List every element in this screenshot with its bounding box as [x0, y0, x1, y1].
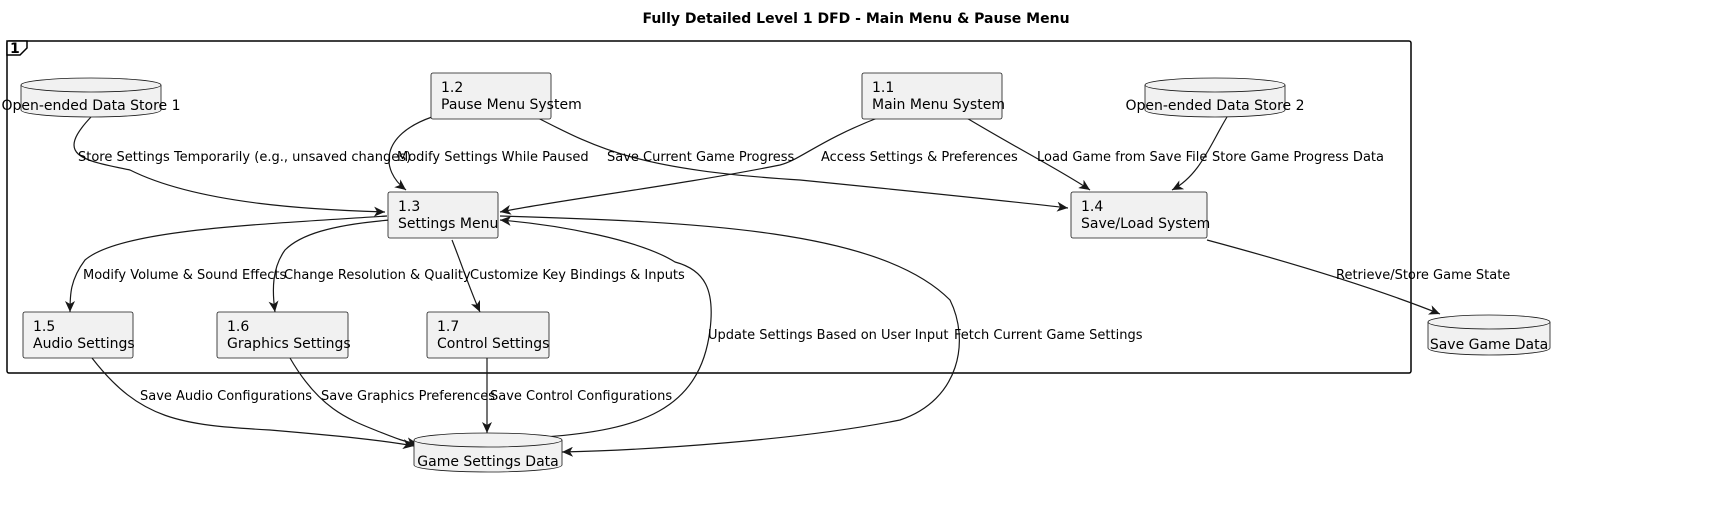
label-pause-to-settings: Modify Settings While Paused — [397, 150, 589, 165]
process-frame — [6, 40, 1412, 374]
process-save-load-name: Save/Load System — [1081, 216, 1210, 232]
flow-ds2-to-saveload — [1171, 116, 1228, 191]
game-settings-data-label: Game Settings Data — [417, 454, 558, 470]
edges — [65, 116, 1441, 457]
label-settings-to-graphics: Change Resolution & Quality — [284, 268, 471, 283]
label-ds2-to-saveload: Store Game Progress Data — [1212, 150, 1384, 165]
data-store-2-label: Open-ended Data Store 2 — [1125, 98, 1304, 114]
flow-settings-to-control — [451, 239, 481, 313]
label-audio-to-gamesettings: Save Audio Configurations — [140, 389, 312, 404]
label-settings-to-audio: Modify Volume & Sound Effects — [83, 268, 286, 283]
process-audio-settings[interactable]: 1.5 Audio Settings — [22, 311, 135, 359]
process-settings-menu[interactable]: 1.3 Settings Menu — [387, 191, 499, 239]
flow-graphics-to-gamesettings — [289, 357, 419, 448]
process-pause-menu[interactable]: 1.2 Pause Menu System — [430, 72, 582, 120]
flow-saveload-to-savegame — [1206, 239, 1441, 315]
process-control-settings-id: 1.7 — [437, 319, 459, 335]
process-pause-menu-name: Pause Menu System — [441, 97, 582, 113]
frame-tab — [6, 40, 28, 56]
flow-mainmenu-to-saveload — [964, 116, 1091, 191]
label-saveload-to-savegame: Retrieve/Store Game State — [1336, 268, 1510, 283]
flow-pause-to-settings — [388, 116, 433, 191]
data-store-1[interactable]: Open-ended Data Store 1 — [1, 77, 181, 118]
flow-settings-to-graphics — [268, 219, 391, 313]
game-settings-data-store[interactable]: Game Settings Data — [413, 432, 563, 473]
process-control-settings[interactable]: 1.7 Control Settings — [426, 311, 549, 359]
process-audio-settings-id: 1.5 — [33, 319, 55, 335]
process-save-load-id: 1.4 — [1081, 199, 1103, 215]
save-game-data-store[interactable]: Save Game Data — [1427, 314, 1551, 356]
process-graphics-settings-id: 1.6 — [227, 319, 249, 335]
label-mainmenu-to-saveload: Load Game from Save File — [1037, 150, 1207, 165]
label-control-to-gamesettings: Save Control Configurations — [490, 389, 672, 404]
process-pause-menu-id: 1.2 — [441, 80, 463, 96]
process-main-menu-id: 1.1 — [872, 80, 894, 96]
label-pause-to-saveload: Save Current Game Progress — [607, 150, 795, 165]
flow-ds1-to-settings — [73, 116, 386, 217]
label-graphics-to-gamesettings: Save Graphics Preferences — [321, 389, 495, 404]
label-settings-to-control: Customize Key Bindings & Inputs — [470, 268, 685, 283]
data-store-2[interactable]: Open-ended Data Store 2 — [1125, 77, 1305, 118]
process-settings-menu-name: Settings Menu — [398, 216, 498, 232]
flow-pause-to-saveload — [535, 116, 1069, 212]
label-settings-to-gamesettings: Fetch Current Game Settings — [954, 328, 1143, 343]
edge-labels: Store Settings Temporarily (e.g., unsave… — [78, 150, 1510, 404]
save-game-data-label: Save Game Data — [1430, 337, 1548, 353]
process-graphics-settings-name: Graphics Settings — [227, 336, 351, 352]
process-save-load[interactable]: 1.4 Save/Load System — [1070, 191, 1210, 239]
flow-gamesettings-to-settings — [499, 215, 712, 438]
label-mainmenu-to-settings: Access Settings & Preferences — [821, 150, 1018, 165]
process-control-settings-name: Control Settings — [437, 336, 549, 352]
label-ds1-to-settings: Store Settings Temporarily (e.g., unsave… — [78, 150, 411, 165]
flow-audio-to-gamesettings — [91, 357, 415, 450]
process-audio-settings-name: Audio Settings — [33, 336, 135, 352]
frame-label: 1 — [10, 41, 20, 57]
flow-mainmenu-to-settings — [499, 116, 881, 215]
diagram-title: Fully Detailed Level 1 DFD - Main Menu &… — [642, 11, 1069, 27]
process-graphics-settings[interactable]: 1.6 Graphics Settings — [216, 311, 351, 359]
flow-settings-to-audio — [65, 215, 388, 313]
data-store-1-label: Open-ended Data Store 1 — [1, 98, 180, 114]
flow-settings-to-gamesettings — [499, 215, 960, 457]
label-gamesettings-to-settings: Update Settings Based on User Input — [708, 328, 948, 343]
process-settings-menu-id: 1.3 — [398, 199, 420, 215]
process-main-menu-name: Main Menu System — [872, 97, 1005, 113]
process-main-menu[interactable]: 1.1 Main Menu System — [861, 72, 1005, 120]
